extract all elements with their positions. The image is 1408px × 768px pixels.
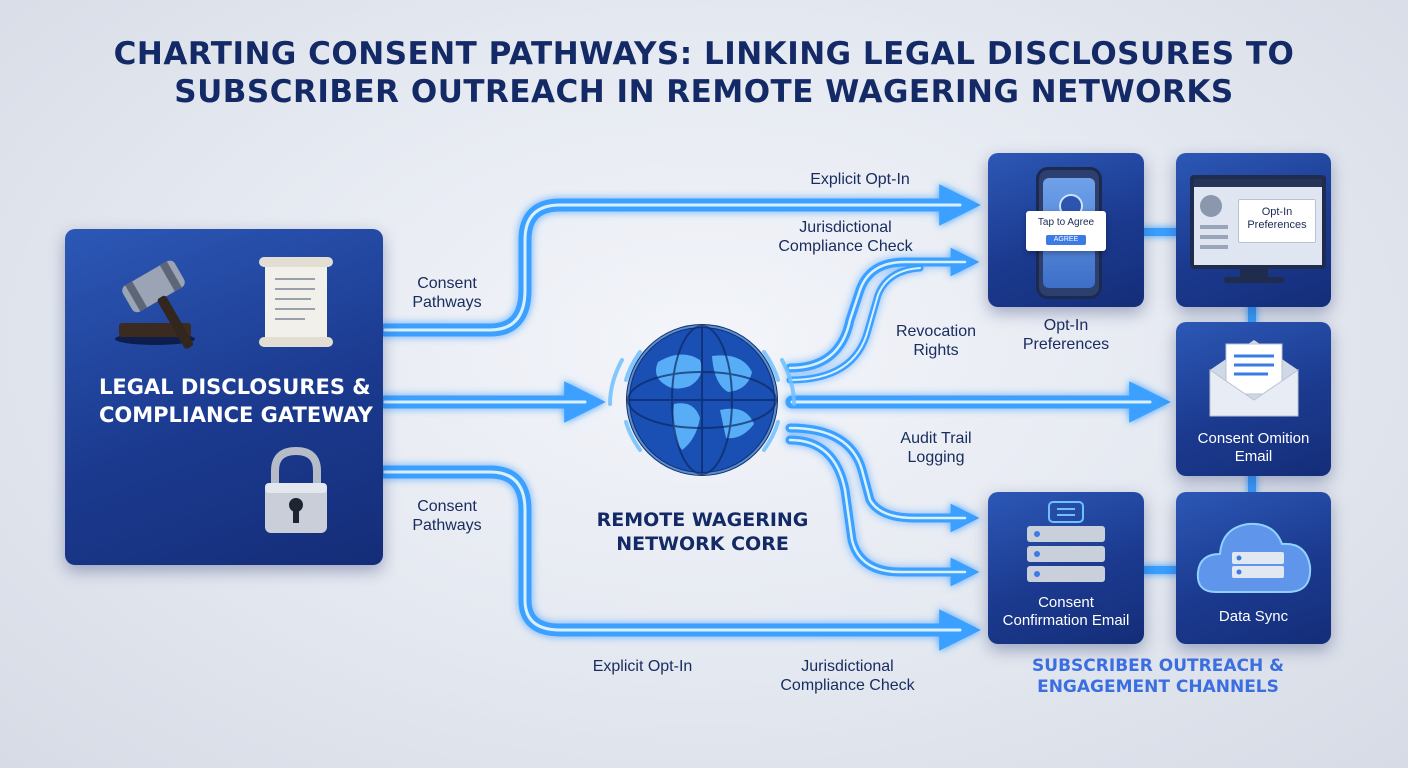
channel-card-email: Consent Omition Email <box>1176 322 1331 476</box>
opt-in-preferences-panel: Opt-In Preferences <box>1238 199 1316 243</box>
core-label: REMOTE WAGERING NETWORK CORE <box>596 509 809 555</box>
channel-card-server: Consent Confirmation Email <box>988 492 1144 644</box>
label-revocation-rights: Revocation Rights <box>895 323 977 359</box>
label-consent-pathways-top: Consent Pathways <box>412 275 482 311</box>
cloud-label: Data Sync <box>1218 608 1289 625</box>
label-audit-trail: Audit Trail Logging <box>900 430 972 466</box>
scroll-icon <box>259 257 333 347</box>
channel-card-cloud: Data Sync <box>1176 492 1331 644</box>
flow-lines <box>378 184 1256 651</box>
label-consent-pathways-bottom: Consent Pathways <box>412 498 482 534</box>
section-label: SUBSCRIBER OUTREACH & ENGAGEMENT CHANNEL… <box>1032 656 1284 697</box>
label-bottom-explicit-opt-in: Explicit Opt-In <box>592 658 693 675</box>
padlock-icon <box>265 447 327 533</box>
monitor-icon: Opt-In Preferences <box>1190 175 1326 269</box>
envelope-icon <box>1209 340 1299 417</box>
label-top-explicit-opt-in: Explicit Opt-In <box>810 171 910 188</box>
channel-card-desktop: Opt-In Preferences <box>1176 153 1331 307</box>
page-title-line-1: CHARTING CONSENT PATHWAYS: LINKING LEGAL… <box>113 36 1295 72</box>
gateway-card: LEGAL DISCLOSURES & COMPLIANCE GATEWAY <box>65 229 383 565</box>
page-title-line-2: SUBSCRIBER OUTREACH IN REMOTE WAGERING N… <box>174 74 1234 110</box>
label-top-jurisdictional: Jurisdictional Compliance Check <box>778 219 913 255</box>
server-icon <box>1027 501 1105 582</box>
desktop-screen-text: Opt-In Preferences <box>1247 206 1307 231</box>
tap-to-agree-dialog: Tap to Agree AGREE <box>1026 211 1106 251</box>
channel-card-mobile: Tap to Agree AGREE <box>988 153 1144 307</box>
dialog-text: Tap to Agree <box>1037 217 1095 228</box>
cloud-icon <box>1196 522 1312 593</box>
email-label: Consent Omition Email <box>1197 430 1310 465</box>
label-opt-in-preferences: Opt-In Preferences <box>1022 317 1110 353</box>
gateway-label: LEGAL DISCLOSURES & COMPLIANCE GATEWAY <box>99 375 373 427</box>
agree-button: AGREE <box>1046 235 1086 245</box>
gavel-icon <box>115 260 195 349</box>
globe-icon <box>608 324 796 476</box>
label-bottom-jurisdictional: Jurisdictional Compliance Check <box>780 658 915 694</box>
server-label: Consent Confirmation Email <box>1002 594 1130 629</box>
